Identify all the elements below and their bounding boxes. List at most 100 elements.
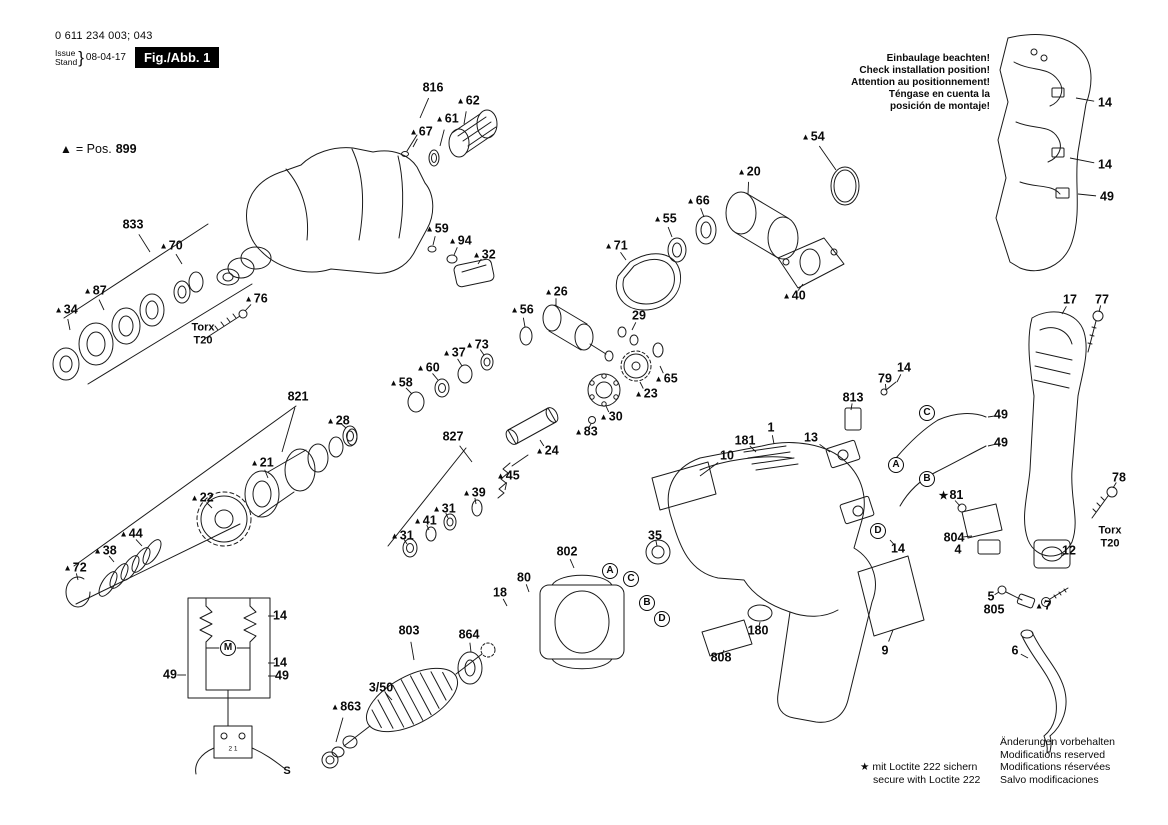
part-label-180: 180 [748,624,769,637]
part-label-49: 49 [275,669,289,682]
label-text: 49 [275,668,289,683]
part-label-29: 29 [632,309,646,322]
loctite-line-2: secure with Loctite 222 [873,774,981,786]
part-label-14: 14 [273,656,287,669]
label-text: 87 [92,283,107,298]
triangle-icon: ▲ [653,212,662,223]
label-text: 56 [519,302,534,317]
callout-letter-B: B [919,471,935,487]
label-text: 180 [747,623,769,638]
part-label-94: ▲94 [448,234,471,247]
triangle-icon: ▲ [326,414,335,425]
part-label-813: 813 [843,391,864,404]
issue-label: Issue [55,47,76,58]
part-label-32: ▲32 [472,248,495,261]
part-label-80: 80 [517,571,531,584]
star-icon: ★ [860,761,870,773]
triangle-icon: ▲ [190,491,199,502]
part-label-14: 14 [1098,158,1112,171]
label-text: 833 [122,217,144,232]
part-label-56: ▲56 [510,303,533,316]
part-label-54: ▲54 [801,130,824,143]
callout-letter-B: B [639,595,655,611]
label-text: 18 [493,585,507,600]
note-line: Salvo modificaciones [1000,773,1099,786]
label-text: 32 [481,247,496,262]
triangle-icon: ▲ [54,303,63,314]
part-label-62: ▲62 [456,94,479,107]
note-line: Modifications réservées [1000,761,1111,773]
brace-glyph: } [78,47,84,67]
label-text: 30 [608,409,623,424]
label-text: B [643,597,651,608]
legend-number: 899 [115,142,137,156]
label-text: 61 [444,111,459,126]
part-label-181: 181 [735,434,756,447]
label-text: 31 [441,501,456,516]
part-label-14: 14 [273,609,287,622]
top-small-parts [401,109,498,288]
triangle-icon: ▲ [83,284,92,295]
label-text: 45 [505,468,520,483]
label-text: 14 [1098,157,1112,172]
part-label-34: ▲34 [54,303,77,316]
triangle-icon: ▲ [244,292,253,303]
note-line: Einbaulage beachten! [886,53,990,64]
part-label-14: 14 [1098,96,1112,109]
label-text: 14 [891,541,905,556]
part-label-7: ▲7 [1035,599,1051,612]
callout-letter-A: A [888,457,904,473]
label-text: 10 [720,448,734,463]
label-text: 49 [163,667,177,682]
label-text: C [627,573,635,584]
note-line: Téngase en cuenta la [888,89,990,100]
part-label-73: ▲73 [465,338,488,351]
part-label-44: ▲44 [119,527,142,540]
label-text: 41 [422,513,437,528]
part-label-49: 49 [994,436,1008,449]
triangle-icon: ▲ [330,700,340,711]
triangle-icon: ▲ [432,502,441,513]
barrel-group [65,353,559,608]
note-line: Modifications reserved [1000,748,1106,761]
triangle-icon: ▲ [496,469,505,480]
part-label-4: 4 [955,543,962,556]
issue-date: 08-04-17 [85,52,126,63]
label-text: 66 [695,193,710,208]
label-text: 38 [102,543,117,558]
triangle-icon: ▲ [390,529,399,540]
part-label-24: ▲24 [535,444,558,457]
part-label-5: 5 [988,590,995,603]
label-text: 62 [465,93,480,108]
label-text: 23 [643,386,658,401]
label-text: 9 [881,643,889,658]
part-label-13: 13 [804,431,818,444]
triangle-icon: ▲ [60,142,72,156]
part-label-83: ▲83 [574,425,597,438]
part-label-Torx-T20: Torx T20 [191,321,214,346]
part-label-65: ▲65 [654,372,677,385]
note-line: Änderungen vorbehalten [1000,736,1116,748]
issue-stand-labels: Issue Stand [55,47,77,67]
triangle-icon: ▲ [544,285,553,296]
label-text: 78 [1112,470,1126,485]
triangle-icon: ▲ [456,94,465,105]
part-label-17: 17 [1063,293,1077,306]
triangle-icon: ▲ [250,456,259,467]
label-text: 77 [1095,292,1109,307]
part-label-6: 6 [1012,644,1019,657]
label-text: 7 [1044,598,1052,613]
triangle-icon: ▲ [801,130,810,141]
label-text: 816 [422,80,444,95]
label-text: 13 [804,430,818,445]
label-text: 65 [663,371,678,386]
title-block: 0 611 234 003; 043 Issue Stand } 08-04-1… [55,30,220,68]
part-label-816: 816 [423,81,444,94]
part-label-821: 821 [288,390,309,403]
label-text: 22 [199,490,214,505]
note-line: mit Loctite 222 sichern [872,761,978,773]
triangle-icon: ▲ [465,338,474,349]
callout-letter-C: C [919,405,935,421]
label-text: 14 [897,360,911,375]
